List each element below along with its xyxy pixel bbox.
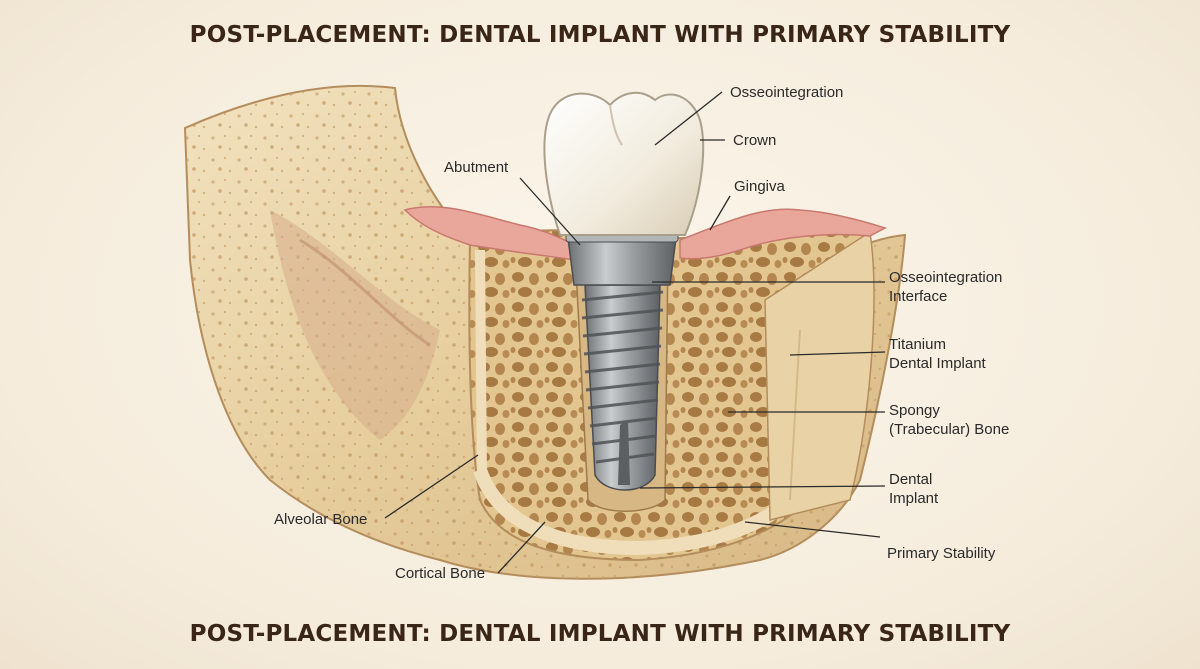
label-dental-implant-line1: Dental xyxy=(889,471,933,488)
label-dental-implant-line2: Implant xyxy=(889,490,939,507)
label-osseointegration-interface-line2: Interface xyxy=(889,288,948,305)
label-dental-implant: Dental Implant xyxy=(889,470,938,508)
label-alveolar-bone: Alveolar Bone xyxy=(274,511,368,528)
crown-tooth xyxy=(543,91,705,236)
label-gingiva: Gingiva xyxy=(734,178,785,195)
label-titanium-dental-implant: Titanium Dental Implant xyxy=(889,335,986,373)
label-cortical-bone: Cortical Bone xyxy=(395,565,486,582)
label-primary-stability: Primary Stability xyxy=(887,545,996,562)
label-spongy-line2: (Trabecular) Bone xyxy=(889,421,1010,438)
label-titanium-line2: Dental Implant xyxy=(889,355,986,372)
label-titanium-line1: Titanium xyxy=(889,336,946,353)
implant-fixture xyxy=(581,284,664,491)
label-osseointegration-interface-line1: Osseointegration xyxy=(889,269,1003,286)
label-crown: Crown xyxy=(733,132,777,149)
abutment-piece xyxy=(567,237,677,286)
label-spongy-bone: Spongy (Trabecular) Bone xyxy=(889,401,1009,439)
page-title: POST-PLACEMENT: DENTAL IMPLANT WITH PRIM… xyxy=(189,22,1011,48)
label-osseointegration-interface: Osseointegration Interface xyxy=(889,268,1002,306)
leader-lines xyxy=(384,91,886,574)
label-spongy-line1: Spongy xyxy=(889,402,940,419)
label-osseointegration: Osseointegration xyxy=(730,84,844,101)
page-subtitle: POST-PLACEMENT: DENTAL IMPLANT WITH PRIM… xyxy=(189,621,1011,647)
label-abutment: Abutment xyxy=(444,159,509,176)
